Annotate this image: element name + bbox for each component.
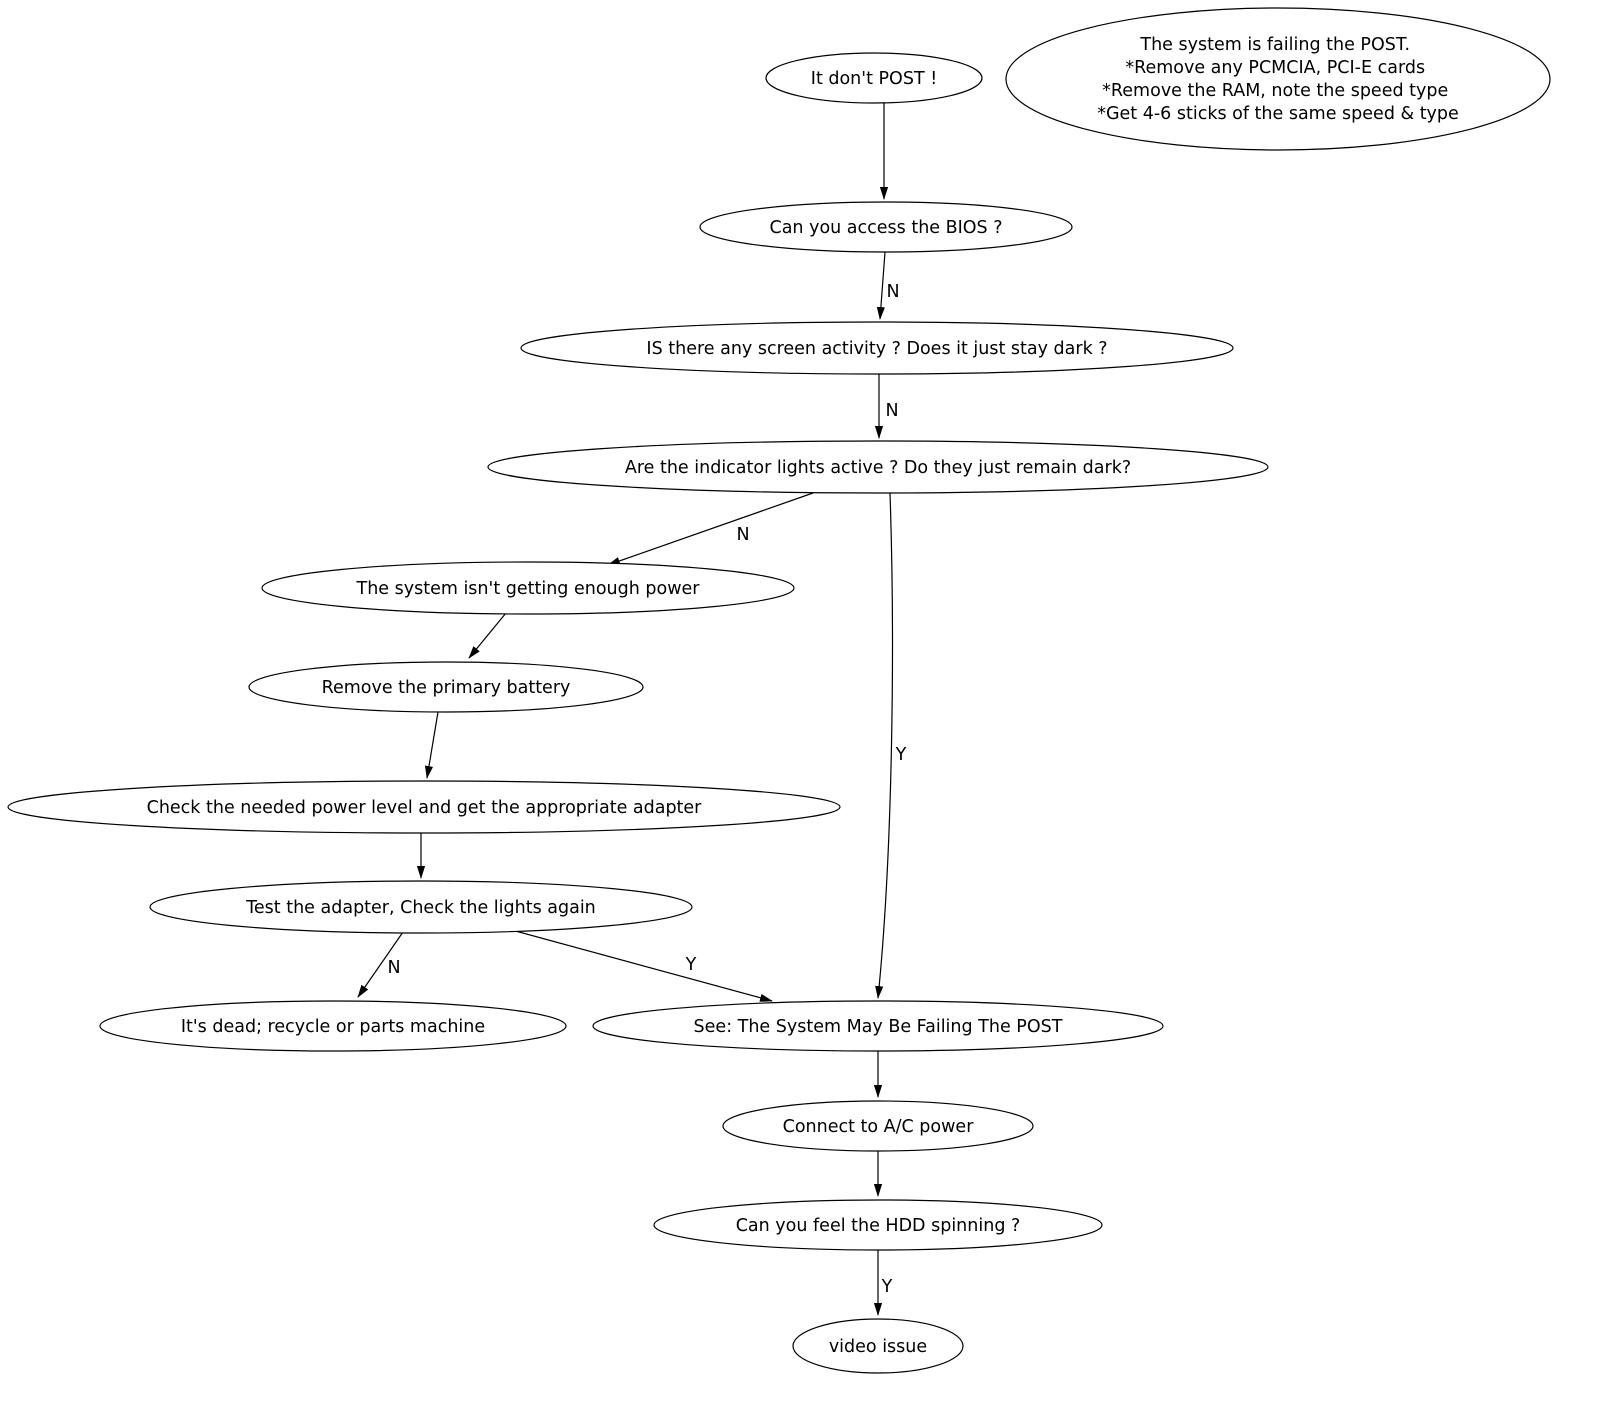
node-hdd-label: Can you feel the HDD spinning ? bbox=[736, 1216, 1021, 1236]
node-note: The system is failing the POST. *Remove … bbox=[1005, 7, 1551, 151]
node-battery: Remove the primary battery bbox=[248, 661, 644, 713]
edge-test-dead bbox=[357, 931, 404, 998]
node-post: See: The System May Be Failing The POST bbox=[592, 1000, 1164, 1052]
node-adapter-label: Check the needed power level and get the… bbox=[147, 798, 703, 818]
edge-lights-power bbox=[607, 492, 814, 566]
node-bios-label: Can you access the BIOS ? bbox=[769, 218, 1002, 238]
node-note-line3: *Remove the RAM, note the speed type bbox=[1102, 81, 1448, 101]
edge-label-lights-yes: Y bbox=[895, 745, 907, 765]
node-test-shape bbox=[149, 880, 693, 934]
node-dead-shape bbox=[99, 1000, 567, 1052]
node-hdd-shape bbox=[653, 1199, 1103, 1251]
node-test-label: Test the adapter, Check the lights again bbox=[245, 898, 596, 918]
node-lights-shape bbox=[487, 440, 1269, 494]
node-note-line4: *Get 4-6 sticks of the same speed & type bbox=[1097, 104, 1459, 124]
node-ac-label: Connect to A/C power bbox=[783, 1117, 975, 1137]
node-screen: IS there any screen activity ? Does it j… bbox=[520, 321, 1234, 375]
edge-power-battery bbox=[468, 612, 507, 659]
node-battery-shape bbox=[248, 661, 644, 713]
edge-label-bios-no: N bbox=[886, 282, 899, 302]
node-video-label: video issue bbox=[829, 1337, 927, 1357]
node-battery-label: Remove the primary battery bbox=[322, 678, 571, 698]
node-screen-label: IS there any screen activity ? Does it j… bbox=[646, 339, 1107, 359]
node-note-line2: *Remove any PCMCIA, PCI-E cards bbox=[1125, 58, 1425, 78]
edge-label-lights-no: N bbox=[736, 525, 749, 545]
node-dead-label: It's dead; recycle or parts machine bbox=[181, 1017, 485, 1037]
node-post-shape bbox=[592, 1000, 1164, 1052]
node-ac: Connect to A/C power bbox=[722, 1100, 1034, 1152]
edge-test-post bbox=[507, 928, 773, 1002]
node-note-label: The system is failing the POST. *Remove … bbox=[1097, 35, 1459, 124]
node-note-shape bbox=[1005, 7, 1551, 151]
edge-lights-post bbox=[875, 492, 894, 999]
node-power-label: The system isn't getting enough power bbox=[356, 579, 701, 599]
node-screen-shape bbox=[520, 321, 1234, 375]
node-video: video issue bbox=[792, 1318, 964, 1374]
node-adapter: Check the needed power level and get the… bbox=[7, 780, 841, 834]
node-ac-shape bbox=[722, 1100, 1034, 1152]
edge-battery-adapter bbox=[424, 711, 439, 779]
node-start-shape bbox=[765, 52, 983, 104]
node-test: Test the adapter, Check the lights again bbox=[149, 880, 693, 934]
edge-labels: N N N Y N Y Y bbox=[387, 282, 906, 1297]
edge-label-screen-no: N bbox=[885, 401, 898, 421]
node-lights-label: Are the indicator lights active ? Do the… bbox=[625, 458, 1131, 478]
node-adapter-shape bbox=[7, 780, 841, 834]
node-bios-shape bbox=[699, 201, 1073, 253]
node-hdd: Can you feel the HDD spinning ? bbox=[653, 1199, 1103, 1251]
node-power: The system isn't getting enough power bbox=[261, 561, 795, 615]
edge-label-test-yes: Y bbox=[685, 955, 697, 975]
node-note-line1: The system is failing the POST. bbox=[1139, 35, 1410, 55]
edge-label-hdd-yes: Y bbox=[881, 1277, 893, 1297]
node-power-shape bbox=[261, 561, 795, 615]
node-post-label: See: The System May Be Failing The POST bbox=[694, 1017, 1063, 1037]
edges bbox=[357, 103, 894, 1316]
node-start-label: It don't POST ! bbox=[811, 69, 937, 89]
edge-bios-screen bbox=[876, 251, 886, 320]
node-dead: It's dead; recycle or parts machine bbox=[99, 1000, 567, 1052]
edge-label-test-no: N bbox=[387, 958, 400, 978]
node-video-shape bbox=[792, 1318, 964, 1374]
node-bios: Can you access the BIOS ? bbox=[699, 201, 1073, 253]
node-lights: Are the indicator lights active ? Do the… bbox=[487, 440, 1269, 494]
node-start: It don't POST ! bbox=[765, 52, 983, 104]
